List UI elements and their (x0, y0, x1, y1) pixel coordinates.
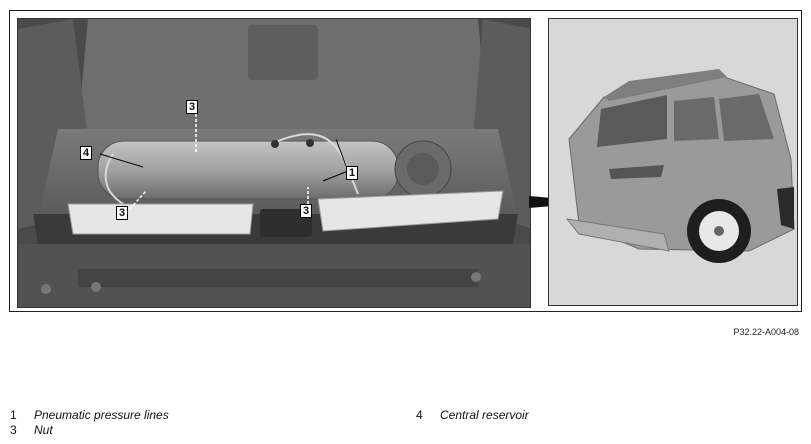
legend-item-3: 3 Nut (10, 423, 169, 438)
legend-number: 1 (10, 408, 17, 422)
legend-left: 1 Pneumatic pressure lines 3 Nut (10, 408, 169, 438)
vehicle-illustration (549, 19, 797, 305)
callout-3-center-nut: 3 (300, 204, 313, 218)
main-view-load-compartment (17, 18, 531, 308)
callout-4-central-reservoir: 4 (80, 146, 93, 160)
legend-right: 4 Central reservoir (416, 408, 529, 423)
callout-3-reservoir: 3 (186, 100, 199, 114)
legend-number: 4 (416, 408, 423, 422)
figure-reference: P32.22-A004-08 (733, 327, 799, 337)
legend-text: Pneumatic pressure lines (34, 408, 169, 422)
callout-3-left-nut: 3 (116, 206, 129, 220)
inset-view-vehicle (548, 18, 798, 306)
legend-text: Nut (34, 423, 53, 437)
legend-item-1: 1 Pneumatic pressure lines (10, 408, 169, 423)
legend-text: Central reservoir (440, 408, 529, 422)
load-compartment-illustration (18, 19, 530, 307)
legend-number: 3 (10, 423, 17, 437)
callout-1-pressure-lines: 1 (346, 166, 359, 180)
legend-item-4: 4 Central reservoir (416, 408, 529, 423)
